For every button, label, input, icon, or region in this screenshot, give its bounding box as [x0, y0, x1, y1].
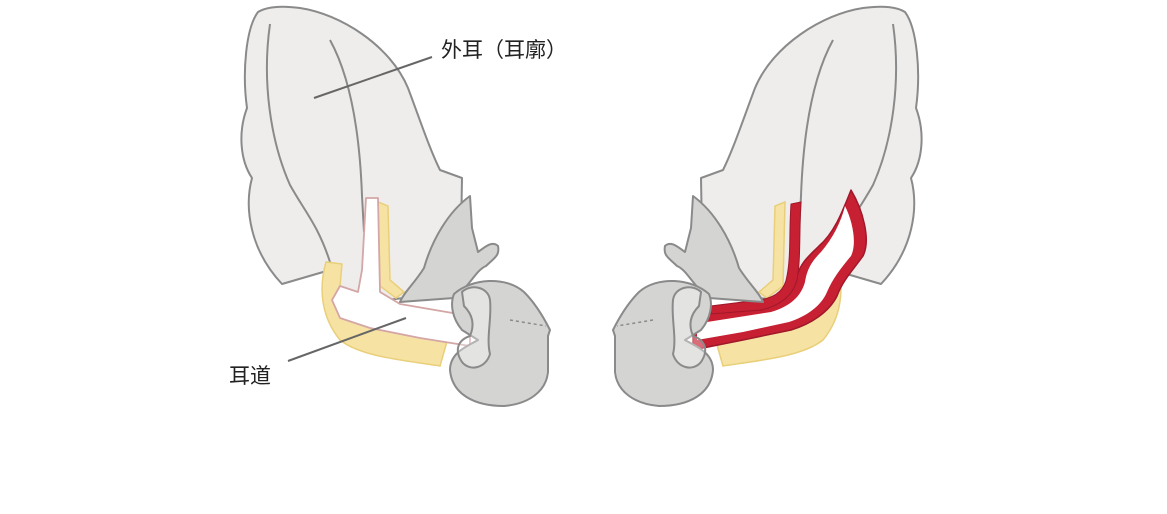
normal-ear-ossicle	[456, 286, 492, 369]
pinna-label: 外耳（耳廓）	[441, 38, 567, 62]
normal-ear	[240, 5, 551, 407]
inflamed-ear-cartilage-upper	[757, 200, 786, 299]
inflamed-ear-membrane	[616, 319, 654, 327]
inflamed-ear-canal-lumen	[697, 206, 854, 340]
pinna-pointer-line	[313, 56, 433, 99]
normal-ear-helix-line	[329, 39, 365, 233]
normal-ear-bone	[399, 195, 500, 303]
inflamed-ear-bone	[663, 195, 764, 303]
inflamed-ear	[612, 5, 923, 407]
inflamed-ear-helix-line	[798, 39, 834, 233]
normal-ear-bulla	[449, 280, 551, 407]
inflamed-ear-ossicle	[671, 286, 707, 369]
normal-ear-canal	[331, 197, 471, 347]
ear-canal-label: 耳道	[229, 364, 271, 388]
inflamed-ear-bulla	[612, 280, 714, 407]
ear-canal-pointer-line	[287, 317, 407, 362]
normal-ear-membrane	[509, 319, 547, 327]
normal-ear-pinna-fold	[265, 23, 331, 263]
